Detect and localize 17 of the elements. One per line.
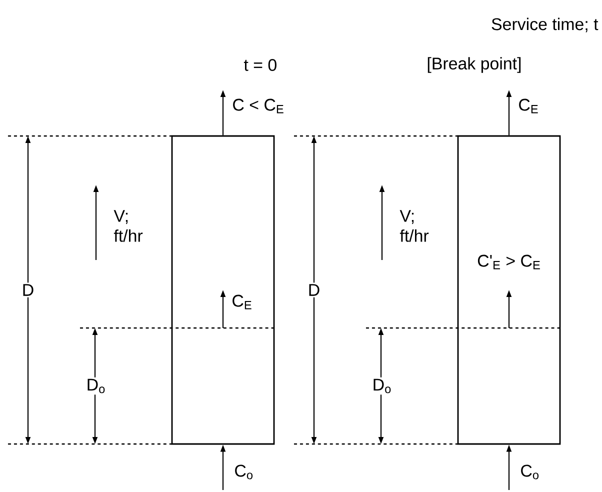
edge-label: C$_{E}$ — [519, 98, 538, 114]
edge-label: C$_{o}$ — [521, 464, 539, 480]
label-text: D$_{o}$ — [84, 377, 108, 395]
label-text: Service time; t — [492, 18, 598, 32]
label-text: D$_{o}$ — [370, 377, 394, 395]
label-text: C'$_{E}$ > C$_{E}$ — [478, 254, 540, 270]
label-text: D — [306, 282, 322, 298]
label-text: V; ft/hr — [114, 210, 143, 242]
label-text: [Break point] — [428, 57, 521, 73]
label-text: V; ft/hr — [400, 210, 429, 242]
label-text: t = 0 — [244, 59, 276, 71]
edge-label: C < C$_{E}$ — [233, 98, 284, 114]
label-text: D — [20, 282, 36, 298]
column-box — [171, 135, 275, 445]
column-box — [457, 135, 561, 445]
edge-label: C$_{o}$ — [235, 464, 253, 480]
label-text: C$_{E}$ — [232, 294, 252, 310]
